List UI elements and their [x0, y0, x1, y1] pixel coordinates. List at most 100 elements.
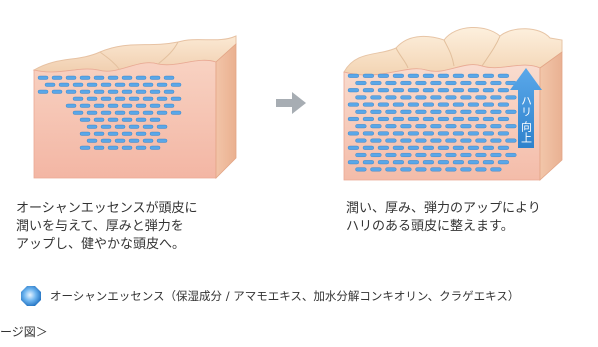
legend-text: オーシャンエッセンス（保湿成分 / アマモエキス、加水分解コンキオリン、クラゲエ…	[50, 289, 520, 303]
right-arrow-icon	[276, 92, 306, 114]
essence-dot	[128, 124, 140, 129]
essence-dot	[128, 96, 140, 101]
essence-dot	[430, 152, 442, 157]
essence-dot	[467, 88, 480, 93]
essence-dot	[437, 160, 450, 165]
essence-dot	[156, 138, 168, 143]
essence-dot	[452, 145, 465, 150]
essence-dot	[467, 116, 480, 121]
essence-dot	[121, 145, 133, 150]
essence-dot	[482, 116, 495, 121]
essence-dot	[362, 145, 375, 150]
essence-dot	[385, 167, 397, 172]
essence-dot	[482, 160, 495, 165]
essence-dot	[114, 96, 126, 101]
essence-dot	[121, 117, 133, 122]
essence-dot	[430, 80, 442, 85]
essence-dot	[407, 116, 420, 121]
skin-diagram-after: ハリ 向上	[343, 26, 563, 181]
essence-dot	[370, 80, 382, 85]
essence-dot	[482, 102, 495, 107]
essence-dot	[93, 131, 105, 136]
essence-dot	[452, 73, 465, 78]
essence-dot	[475, 167, 487, 172]
essence-dot	[58, 82, 70, 87]
essence-dot	[135, 89, 147, 94]
essence-dot	[392, 145, 405, 150]
essence-dot	[460, 152, 472, 157]
essence-dot	[370, 167, 382, 172]
essence-dot	[362, 160, 375, 165]
essence-dot	[135, 75, 147, 80]
essence-dot	[407, 88, 420, 93]
figure-label: ージ図＞	[0, 325, 48, 339]
essence-dot	[355, 167, 367, 172]
essence-dot	[475, 109, 487, 114]
essence-dot	[490, 80, 502, 85]
essence-dot	[149, 117, 161, 122]
essence-dot	[377, 102, 390, 107]
essence-dot	[392, 102, 405, 107]
essence-dot	[482, 145, 495, 150]
essence-dot	[422, 131, 435, 136]
essence-dot	[497, 131, 510, 136]
essence-dot	[37, 75, 49, 80]
essence-dot	[430, 124, 442, 129]
essence-dot	[437, 131, 450, 136]
essence-dot	[422, 160, 435, 165]
essence-dot	[505, 109, 517, 114]
essence-dot	[44, 82, 56, 87]
essence-dot	[142, 138, 154, 143]
essence-dot	[497, 160, 510, 165]
essence-dot	[467, 73, 480, 78]
essence-dot	[452, 160, 465, 165]
essence-dot	[93, 103, 105, 108]
essence-dot	[347, 131, 360, 136]
essence-dot	[142, 82, 154, 87]
essence-dot	[370, 124, 382, 129]
essence-dot	[107, 145, 119, 150]
essence-dot	[100, 124, 112, 129]
caption-before: オーシャンエッセンスが頭皮に 潤いを与えて、厚みと弾力を アップし、健やかな頭皮…	[16, 201, 198, 252]
essence-dot	[482, 131, 495, 136]
essence-dot	[490, 124, 502, 129]
essence-dot	[460, 95, 472, 100]
essence-dot	[107, 117, 119, 122]
essence-dot	[370, 138, 382, 143]
essence-dot	[79, 75, 91, 80]
essence-dot	[86, 82, 98, 87]
essence-dot	[114, 124, 126, 129]
essence-dot	[51, 75, 63, 80]
essence-dot	[347, 145, 360, 150]
essence-dot	[156, 82, 168, 87]
essence-dot	[107, 75, 119, 80]
essence-dot	[100, 96, 112, 101]
essence-dot	[452, 102, 465, 107]
essence-dot	[107, 131, 119, 136]
essence-dot	[422, 116, 435, 121]
essence-dot	[355, 80, 367, 85]
essence-dots-sparse	[37, 75, 182, 150]
essence-dot	[415, 80, 427, 85]
essence-dots-dense	[347, 73, 517, 172]
essence-dot	[142, 96, 154, 101]
essence-dot	[135, 117, 147, 122]
essence-dot	[407, 73, 420, 78]
essence-dot	[490, 138, 502, 143]
essence-dot	[452, 131, 465, 136]
essence-dot	[445, 138, 457, 143]
essence-dot	[415, 109, 427, 114]
essence-dot	[72, 96, 84, 101]
essence-dot	[430, 167, 442, 172]
essence-dot	[100, 138, 112, 143]
essence-dot	[467, 131, 480, 136]
essence-dot	[100, 82, 112, 87]
essence-dot	[437, 102, 450, 107]
essence-dot	[385, 138, 397, 143]
skin-diagram-before	[32, 35, 237, 179]
essence-dot	[422, 102, 435, 107]
essence-dot	[93, 117, 105, 122]
essence-dot	[86, 110, 98, 115]
essence-dot	[415, 124, 427, 129]
essence-dot	[482, 88, 495, 93]
